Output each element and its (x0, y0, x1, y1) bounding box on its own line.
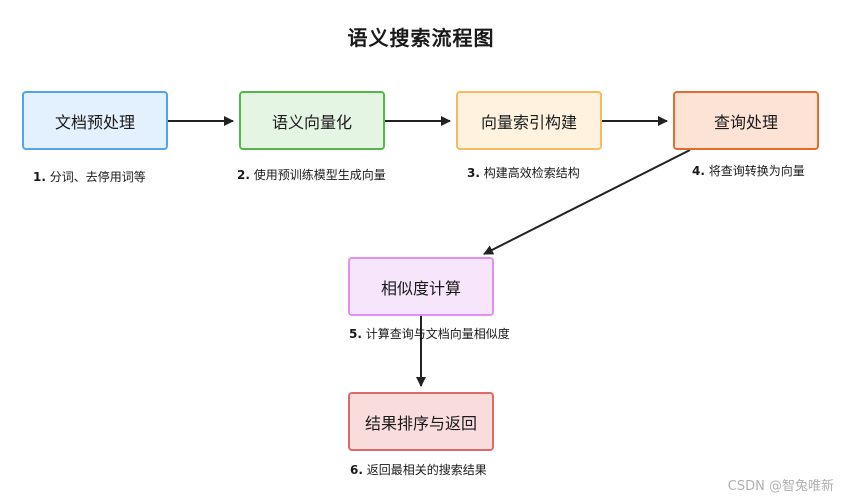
caption-step-5: 5. 计算查询与文档向量相似度 (349, 325, 510, 342)
node-vector-index-build: 向量索引构建 (456, 91, 602, 150)
caption-step-4: 4. 将查询转换为向量 (692, 162, 805, 179)
caption-step-1: 1. 分词、去停用词等 (33, 168, 146, 185)
caption-step-6-text: 返回最相关的搜索结果 (366, 463, 487, 477)
node-query-processing: 查询处理 (673, 91, 819, 150)
caption-step-1-number: 1. (33, 170, 46, 184)
caption-step-2-number: 2. (237, 168, 250, 182)
caption-step-6: 6. 返回最相关的搜索结果 (350, 461, 487, 478)
diagram-title: 语义搜索流程图 (347, 26, 495, 50)
arrow-query-to-similarity (483, 149, 691, 255)
caption-step-2-text: 使用预训练模型生成向量 (253, 168, 386, 182)
caption-step-1-text: 分词、去停用词等 (49, 170, 146, 184)
node-similarity-calculation: 相似度计算 (348, 257, 494, 316)
caption-step-3-number: 3. (467, 166, 480, 180)
caption-step-3: 3. 构建高效检索结构 (467, 164, 580, 181)
node-document-preprocessing: 文档预处理 (22, 91, 168, 150)
watermark: CSDN @智兔唯新 (727, 479, 834, 494)
node-semantic-vectorization: 语义向量化 (239, 91, 385, 150)
caption-step-5-number: 5. (349, 327, 362, 341)
caption-step-4-number: 4. (692, 164, 705, 178)
caption-step-3-text: 构建高效检索结构 (483, 166, 580, 180)
caption-step-5-text: 计算查询与文档向量相似度 (365, 327, 510, 341)
caption-step-4-text: 将查询转换为向量 (708, 164, 805, 178)
caption-step-6-number: 6. (350, 463, 363, 477)
caption-step-2: 2. 使用预训练模型生成向量 (237, 166, 386, 183)
node-result-ranking: 结果排序与返回 (348, 392, 494, 451)
